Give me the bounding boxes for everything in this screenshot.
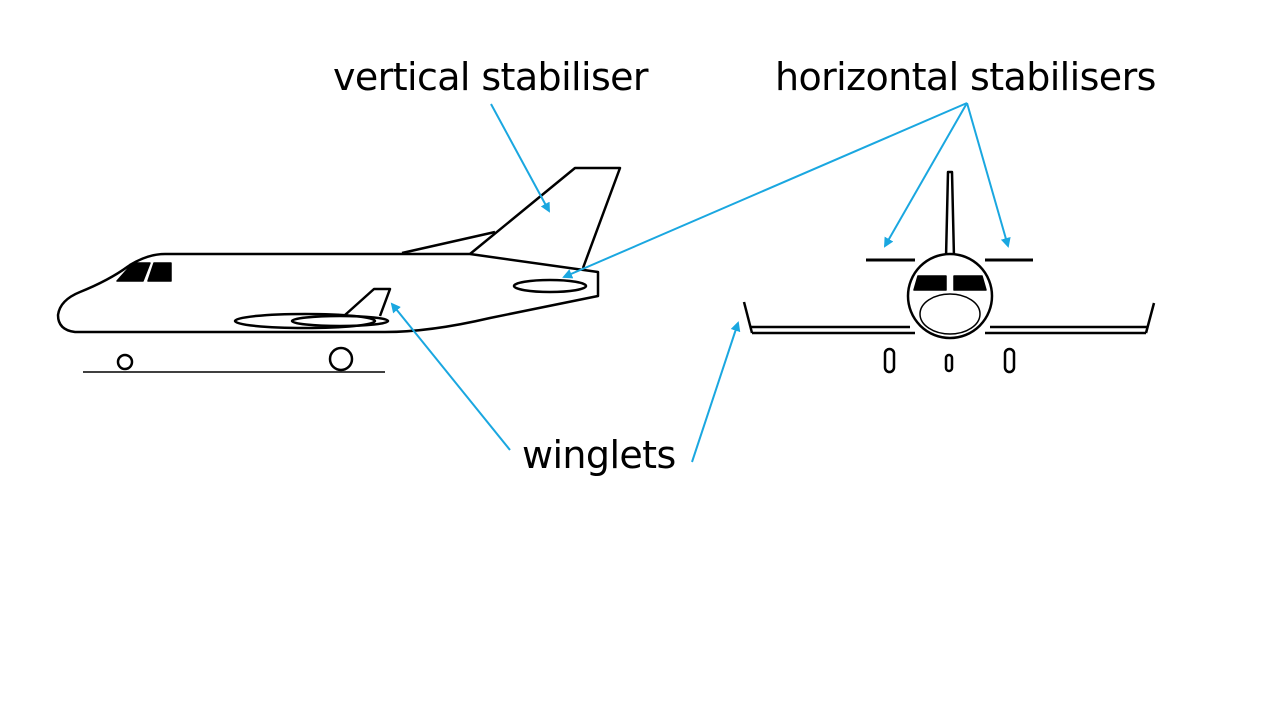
side-fuselage (56, 252, 600, 334)
arrow-winglet-side (390, 302, 511, 451)
front-wing (750, 325, 1147, 335)
arrow-winglet-front (691, 321, 741, 463)
callout-arrows (390, 102, 1011, 463)
label-horizontal-stabilisers: horizontal stabilisers (775, 55, 1156, 99)
front-left-wheel (883, 347, 896, 374)
arrow-vertical-stabiliser (490, 103, 550, 213)
front-fuselage (906, 252, 994, 340)
front-view-aircraft (742, 170, 1156, 374)
front-right-wheel (1003, 347, 1016, 374)
front-nose (919, 293, 981, 335)
front-cockpit-window-right (953, 275, 987, 291)
side-dorsal-fillet (401, 230, 496, 255)
front-cockpit-window-left (913, 275, 947, 291)
front-vertical-stabiliser (944, 170, 956, 259)
arrow-horizontal-stabiliser-side (562, 102, 968, 279)
side-wing-inner (290, 314, 390, 328)
arrow-horizontal-stabiliser-front-left (884, 102, 968, 248)
front-nose-wheel (944, 353, 954, 373)
side-winglet (344, 287, 392, 317)
side-vertical-stabiliser (469, 166, 622, 269)
front-winglet-left (742, 301, 754, 334)
side-main-wheel (328, 346, 354, 372)
label-vertical-stabiliser: vertical stabiliser (333, 55, 649, 99)
label-winglets: winglets (522, 433, 676, 477)
side-cockpit-window-rear (147, 262, 172, 282)
side-nose-wheel (116, 353, 134, 371)
side-view-aircraft (56, 166, 622, 373)
side-horizontal-stabiliser (512, 278, 588, 294)
side-cockpit-window-front (116, 262, 151, 282)
arrow-horizontal-stabiliser-front-right (966, 102, 1011, 248)
side-wing (233, 312, 377, 330)
front-winglet-right (1144, 302, 1156, 334)
